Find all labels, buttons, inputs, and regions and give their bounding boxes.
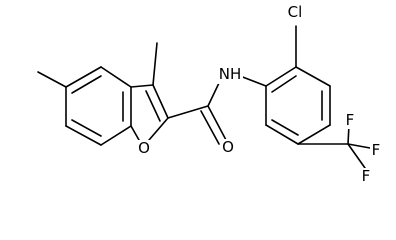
- chemical-structure-diagram: Cl NH O O F F F: [37, 3, 382, 185]
- bond-furan-o-c7a: [130, 125, 140, 141]
- bond-c2-carbonyl: [167, 105, 209, 119]
- bond-carbonyl-n: [207, 82, 220, 107]
- bond-aryl-5-inner: [271, 119, 299, 136]
- atom-label-fluorine-right: F: [372, 141, 381, 159]
- bond-benzene-5-inner: [71, 119, 102, 137]
- bond-aryl-1: [265, 66, 297, 87]
- bond-furan-c3-c2-inner: [145, 90, 161, 122]
- bond-benzene-4: [100, 125, 132, 146]
- atom-label-fluorine-top: F: [346, 111, 355, 129]
- atom-label-furan-oxygen: O: [138, 139, 150, 157]
- bond-benzene-2: [100, 66, 132, 88]
- bond-benzene-1: [65, 66, 102, 88]
- bond-methyl-5: [37, 71, 67, 88]
- atom-label-amide-nh: NH: [219, 65, 242, 83]
- bond-furan-c3a-c3: [130, 84, 154, 88]
- bond-aryl-1-inner: [271, 75, 297, 93]
- bond-lines: [37, 25, 371, 169]
- bond-c-f-bottom: [347, 143, 366, 169]
- bond-furan-c2-o: [148, 117, 169, 141]
- atom-label-chlorine: Cl: [288, 3, 303, 21]
- bond-carbonyl-o-inner: [200, 110, 220, 145]
- atom-label-carbonyl-oxygen: O: [222, 138, 234, 156]
- bond-carbonyl-o: [207, 105, 227, 141]
- bond-methyl-3: [152, 42, 158, 86]
- bond-n-aryl: [239, 75, 267, 87]
- bond-benzene-1-inner: [71, 75, 102, 94]
- bond-aryl-5: [265, 124, 299, 145]
- bond-aryl-4: [297, 124, 331, 145]
- bond-benzene-5: [65, 125, 102, 146]
- bond-aryl-2: [295, 66, 331, 87]
- atom-label-fluorine-bottom: F: [362, 167, 371, 185]
- bond-c-f-right: [347, 143, 371, 149]
- atom-labels: Cl NH O O F F F: [137, 3, 382, 185]
- bond-furan-c3-c2: [152, 84, 169, 119]
